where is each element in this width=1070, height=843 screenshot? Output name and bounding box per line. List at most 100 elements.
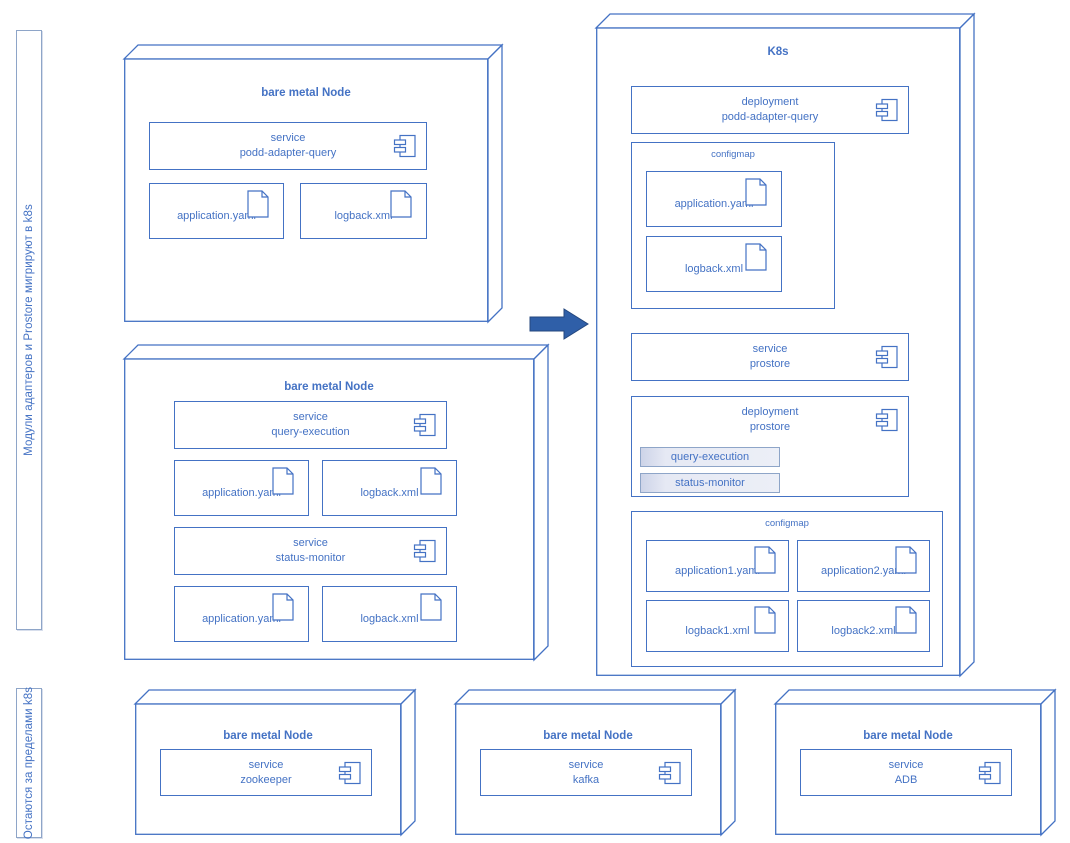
component-deployment-podd-adapter-query[interactable]: deployment podd-adapter-query [631,86,909,134]
component-icon [875,345,898,369]
file-icon [272,593,294,621]
artifact-application-yaml[interactable]: application.yaml [174,586,309,642]
component-label: service kafka [481,758,691,788]
component-label: deployment prostore [632,405,908,435]
component-kind: service [248,759,284,771]
node-title: bare metal Node [543,730,633,742]
artifact-label: application.yaml [177,210,256,222]
k8s-title: K8s [767,46,789,58]
component-kind: service [568,759,604,771]
node-bare-metal-zookeeper[interactable]: bare metal Node service zookeeper [133,688,417,837]
pod-status-monitor[interactable]: status-monitor [640,473,780,493]
artifact-label: logback2.xml [831,625,896,637]
file-icon [895,606,917,634]
component-name: prostore [749,358,791,370]
rail-migrating-label: Модули адаптеров и Prostore мигрируют в … [23,204,35,456]
component-service-status-monitor[interactable]: service status-monitor [174,527,447,575]
component-kind: service [270,132,306,144]
artifact-label: logback.xml [684,263,744,275]
file-icon [754,606,776,634]
component-name: podd-adapter-query [721,111,819,123]
file-icon [745,243,767,271]
component-kind: service [752,343,788,355]
configmap-label: configmap [711,149,755,160]
file-icon [247,190,269,218]
component-label: service ADB [801,758,1011,788]
artifact-logback1-xml[interactable]: logback1.xml [646,600,789,652]
component-icon [413,413,436,437]
node-bare-metal-adapter[interactable]: bare metal Node service podd-adapter-que… [122,43,504,324]
pod-query-execution[interactable]: query-execution [640,447,780,467]
node-bare-metal-prostore[interactable]: bare metal Node service query-execution … [122,343,550,662]
component-kind: deployment [741,406,799,418]
component-service-adb[interactable]: service ADB [800,749,1012,796]
component-service-query-execution[interactable]: service query-execution [174,401,447,449]
artifact-label: application2.yaml [821,565,906,577]
component-service-prostore[interactable]: service prostore [631,333,909,381]
artifact-label: logback.xml [360,487,419,499]
component-service-podd-adapter-query[interactable]: service podd-adapter-query [149,122,427,170]
artifact-application2-yaml[interactable]: application2.yaml [797,540,930,592]
component-kind: service [888,759,924,771]
component-kind: service [293,537,328,549]
component-name: prostore [749,421,791,433]
component-deployment-prostore[interactable]: deployment prostore query-execution stat… [631,396,909,497]
component-icon [978,761,1001,785]
artifact-logback-xml[interactable]: logback.xml [300,183,427,239]
artifact-application-yaml[interactable]: application.yaml [149,183,284,239]
component-icon [658,761,681,785]
file-icon [754,546,776,574]
node-k8s-cluster[interactable]: K8s deployment podd-adapter-query config… [594,12,976,678]
artifact-label: application.yaml [202,613,281,625]
component-kind: service [293,411,328,423]
component-service-zookeeper[interactable]: service zookeeper [160,749,372,796]
component-icon [338,761,361,785]
component-name: ADB [894,774,918,786]
component-label: deployment podd-adapter-query [632,95,908,125]
artifact-logback-xml[interactable]: logback.xml [322,586,457,642]
node-bare-metal-adb[interactable]: bare metal Node service ADB [773,688,1057,837]
node-title: bare metal Node [863,730,953,742]
node-title: bare metal Node [223,730,313,742]
component-name: query-execution [271,426,350,438]
rail-migrating: Модули адаптеров и Prostore мигрируют в … [16,30,42,630]
component-kind: deployment [741,96,799,108]
component-label: service status-monitor [175,536,446,566]
artifact-application-yaml[interactable]: application.yaml [174,460,309,516]
artifact-application-yaml[interactable]: application.yaml [646,171,782,227]
artifact-label: application1.yaml [675,565,760,577]
file-icon [420,593,442,621]
artifact-logback-xml[interactable]: logback.xml [646,236,782,292]
artifact-label: logback1.xml [685,625,750,637]
component-icon [393,134,416,158]
group-configmap-prostore[interactable]: configmap application1.yaml application2… [631,511,943,667]
component-icon [875,98,898,122]
configmap-label: configmap [765,518,809,529]
group-configmap-adapter[interactable]: configmap application.yaml logback.xml [631,142,835,309]
component-label: service podd-adapter-query [150,131,426,161]
rail-outside: Остаются за пределами k8s [16,687,42,839]
file-icon [745,178,767,206]
component-name: kafka [572,774,600,786]
component-service-kafka[interactable]: service kafka [480,749,692,796]
artifact-label: logback.xml [360,613,419,625]
component-icon [875,408,898,432]
component-name: status-monitor [275,552,346,564]
node-title: bare metal Node [284,381,374,393]
artifact-label: application.yaml [202,487,281,499]
artifact-label: application.yaml [674,198,754,210]
component-label: service prostore [632,342,908,372]
artifact-logback-xml[interactable]: logback.xml [322,460,457,516]
component-name: podd-adapter-query [239,147,337,159]
artifact-logback2-xml[interactable]: logback2.xml [797,600,930,652]
migration-arrow [529,308,589,340]
node-bare-metal-kafka[interactable]: bare metal Node service kafka [453,688,737,837]
file-icon [390,190,412,218]
artifact-application1-yaml[interactable]: application1.yaml [646,540,789,592]
artifact-label: logback.xml [334,210,393,222]
component-name: zookeeper [240,774,292,786]
file-icon [420,467,442,495]
node-title: bare metal Node [261,87,351,99]
component-icon [413,539,436,563]
